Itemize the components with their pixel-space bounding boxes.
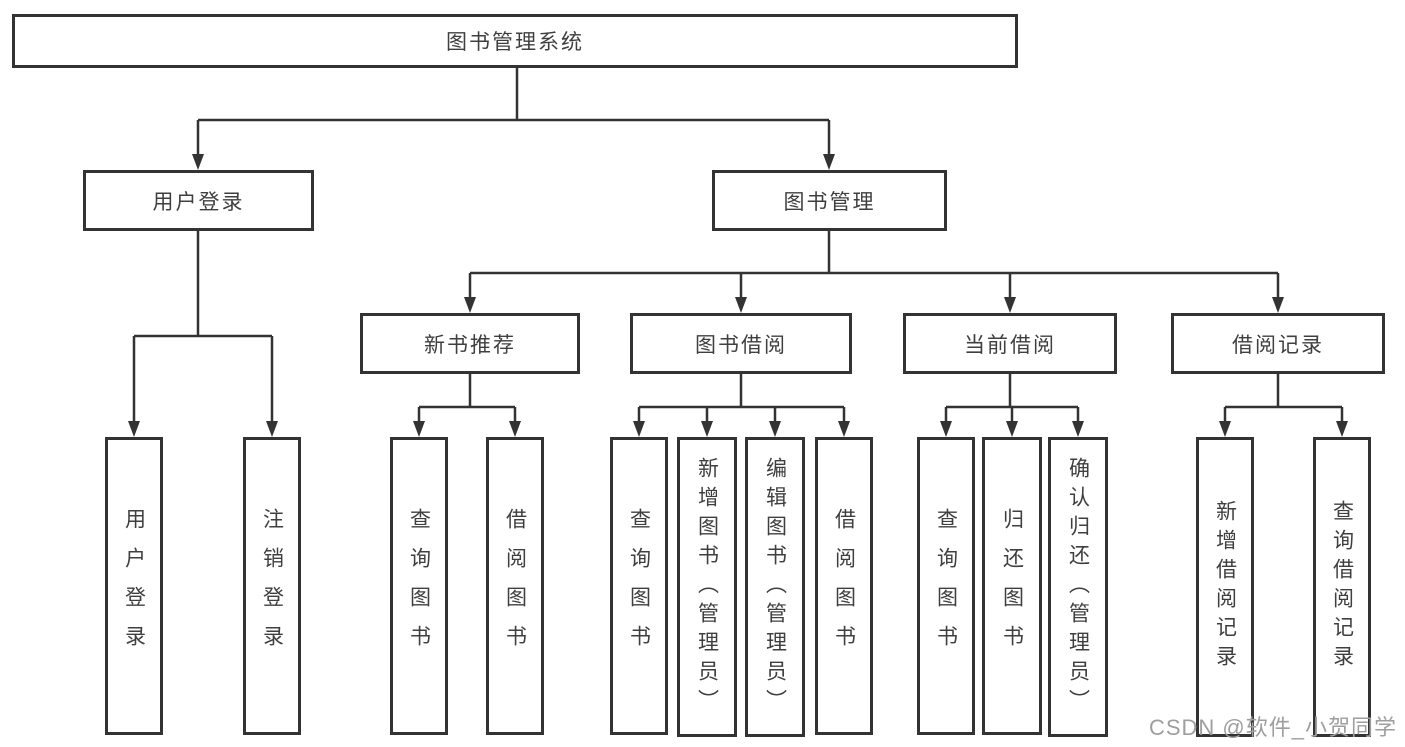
node-current-borrow-label: 当前借阅: [964, 333, 1056, 357]
leaf-confirm-return-admin-label: 确认归还（管理员）: [1066, 456, 1090, 718]
leaf-add-book-admin: 新增图书（管理员）: [677, 437, 737, 737]
node-book-management-label: 图书管理: [783, 190, 876, 214]
node-book-borrow: 图书借阅: [630, 313, 852, 374]
leaf-query-borrow-record-label: 查询借阅记录: [1330, 500, 1354, 674]
leaf-add-borrow-record-label: 新增借阅记录: [1213, 500, 1237, 674]
node-borrow-records: 借阅记录: [1171, 313, 1385, 374]
leaf-user-login: 用户登录: [105, 437, 163, 735]
leaf-add-borrow-record: 新增借阅记录: [1196, 437, 1254, 737]
leaf-borrow-books-recommend: 借阅图书: [486, 437, 544, 735]
leaf-return-book-label: 归还图书: [1000, 508, 1024, 664]
node-user-login: 用户登录: [83, 170, 314, 231]
leaf-query-books-current-label: 查询图书: [934, 508, 958, 664]
leaf-confirm-return-admin: 确认归还（管理员）: [1048, 437, 1108, 737]
csdn-watermark: CSDN @软件_小贺同学: [1148, 715, 1397, 740]
leaf-edit-book-admin-label: 编辑图书（管理员）: [763, 456, 787, 718]
node-borrow-records-label: 借阅记录: [1232, 333, 1324, 357]
leaf-user-login-label: 用户登录: [122, 508, 146, 664]
node-new-book-recommend: 新书推荐: [360, 313, 580, 374]
leaf-logout-label: 注销登录: [260, 508, 284, 664]
leaf-query-books-borrow-label: 查询图书: [627, 508, 651, 664]
node-book-borrow-label: 图书借阅: [695, 333, 787, 357]
leaf-logout: 注销登录: [243, 437, 301, 735]
node-new-book-recommend-label: 新书推荐: [424, 333, 516, 357]
leaf-borrow-books-borrow: 借阅图书: [815, 437, 873, 735]
node-user-login-label: 用户登录: [152, 190, 245, 214]
leaf-return-book: 归还图书: [982, 437, 1042, 735]
leaf-query-borrow-record: 查询借阅记录: [1313, 437, 1371, 737]
leaf-edit-book-admin: 编辑图书（管理员）: [745, 437, 805, 737]
node-book-management: 图书管理: [712, 170, 947, 231]
leaf-query-books-borrow: 查询图书: [610, 437, 668, 735]
leaf-query-books-recommend: 查询图书: [390, 437, 448, 735]
root-node-label: 图书管理系统: [446, 31, 584, 54]
root-node-library-system: 图书管理系统: [12, 14, 1018, 68]
leaf-add-book-admin-label: 新增图书（管理员）: [695, 456, 719, 718]
leaf-query-books-current: 查询图书: [917, 437, 975, 735]
leaf-borrow-books-recommend-label: 借阅图书: [503, 508, 527, 664]
leaf-query-books-recommend-label: 查询图书: [407, 508, 431, 664]
leaf-borrow-books-borrow-label: 借阅图书: [832, 508, 856, 664]
node-current-borrow: 当前借阅: [903, 313, 1117, 374]
